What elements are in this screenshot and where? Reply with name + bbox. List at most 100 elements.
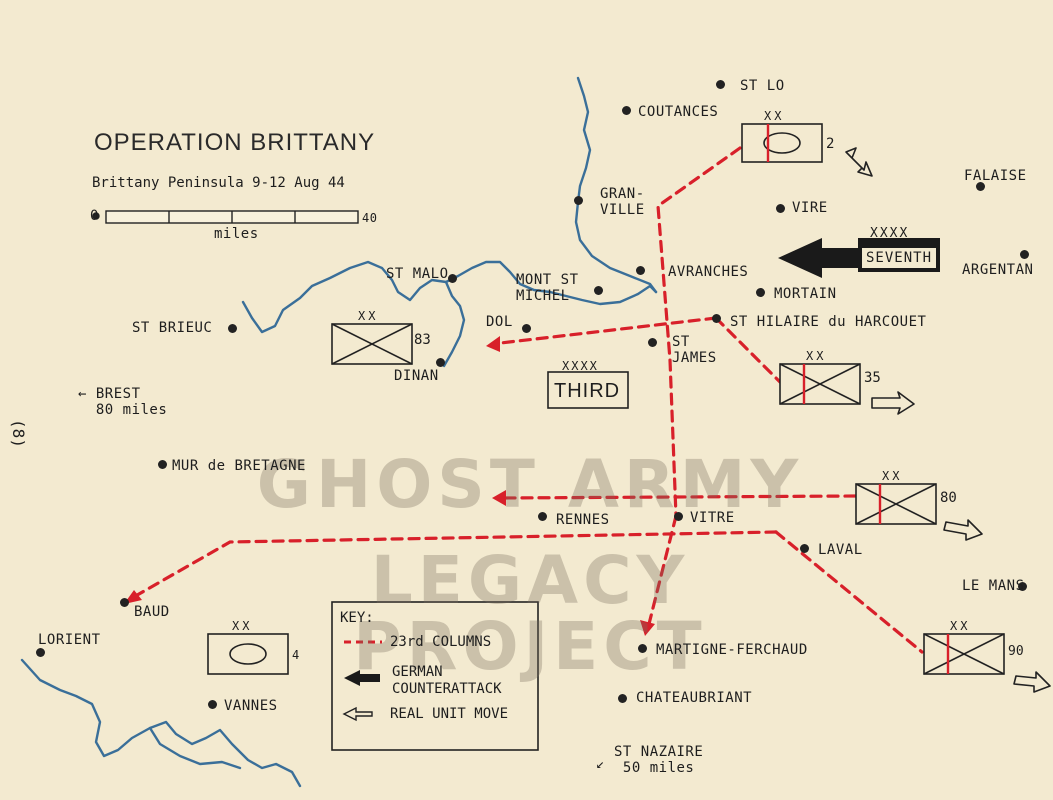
label-chateaubriant: CHATEAUBRIANT xyxy=(636,690,753,706)
dot-avranches xyxy=(636,266,645,275)
unit-4-number: 4 xyxy=(292,648,300,662)
unit-80-number: 80 xyxy=(940,490,957,506)
unit-90-echelon: XX xyxy=(950,619,971,633)
dot-coutances xyxy=(622,106,631,115)
label-mortain: MORTAIN xyxy=(774,286,837,302)
scale-bar-start-marker xyxy=(92,212,100,220)
coastline-south-inlet xyxy=(148,726,242,770)
unit-90-number: 90 xyxy=(1008,644,1024,659)
dot-mur-de-bretagne xyxy=(158,460,167,469)
label-martigne: MARTIGNE-FERCHAUD xyxy=(656,642,808,658)
unit-83-echelon: XX xyxy=(358,309,379,323)
key-sample-counterattack xyxy=(344,670,380,686)
dot-dol xyxy=(522,324,531,333)
coastline-north xyxy=(241,260,658,334)
route-hilaire-dol xyxy=(490,316,718,346)
dot-granville xyxy=(574,196,583,205)
label-dinan: DINAN xyxy=(394,368,439,384)
label-falaise: FALAISE xyxy=(964,168,1027,184)
third-echelon: XXXX xyxy=(562,359,599,373)
dot-st-brieuc xyxy=(228,324,237,333)
real-move-arrow-90 xyxy=(1013,671,1051,693)
unit-80-echelon: XX xyxy=(882,469,903,483)
map-subtitle: Brittany Peninsula 9-12 Aug 44 xyxy=(92,175,345,191)
label-coutances: COUTANCES xyxy=(638,104,719,120)
third-army-box xyxy=(547,371,629,409)
label-vire: VIRE xyxy=(792,200,828,216)
scale-end-label: 40 xyxy=(362,211,378,225)
label-vannes: VANNES xyxy=(224,698,278,714)
unit-symbol-4 xyxy=(207,633,289,675)
route-laval-90 xyxy=(774,530,924,654)
arrowhead-rennes xyxy=(492,490,506,506)
arrowhead-martigne xyxy=(640,620,655,636)
label-st-hilaire: ST HILAIRE du HARCOUET xyxy=(730,314,927,330)
arrowhead-dol xyxy=(486,336,500,352)
label-argentan: ARGENTAN xyxy=(962,262,1034,278)
label-baud: BAUD xyxy=(134,604,170,620)
label-vitre: VITRE xyxy=(690,510,735,526)
dot-mortain xyxy=(756,288,765,297)
watermark-line1: GHOST ARMY xyxy=(256,446,804,523)
seventh-echelon: XXXX xyxy=(870,226,910,241)
page-number: (8) xyxy=(8,419,28,448)
seventh-label: SEVENTH xyxy=(866,250,933,266)
dot-st-hilaire xyxy=(712,314,721,323)
key-title: KEY: xyxy=(340,610,374,626)
dot-chateaubriant xyxy=(618,694,627,703)
unit-35-number: 35 xyxy=(864,370,881,386)
label-granville: GRAN- VILLE xyxy=(600,186,645,218)
label-mur-de-bretagne: MUR de BRETAGNE xyxy=(172,458,306,474)
river-rance xyxy=(442,280,466,368)
label-le-mans: LE MANS xyxy=(962,578,1025,594)
label-brest: ← BREST 80 miles xyxy=(78,386,168,418)
dot-argentan xyxy=(1020,250,1029,259)
key-sample-real-move xyxy=(342,706,373,722)
label-rennes: RENNES xyxy=(556,512,610,528)
label-st-lo: ST LO xyxy=(740,78,785,94)
label-laval: LAVAL xyxy=(818,542,863,558)
label-st-malo: ST MALO xyxy=(386,266,449,282)
third-label: THIRD xyxy=(554,380,621,402)
route-west-baud xyxy=(130,530,778,600)
dot-baud xyxy=(120,598,129,607)
route-coutances-vitre xyxy=(656,146,742,518)
unit-83-number: 83 xyxy=(414,332,431,348)
real-move-arrow-2 xyxy=(845,147,873,177)
armored-oval-4 xyxy=(229,643,267,665)
dot-le-mans xyxy=(1018,582,1027,591)
label-st-james: ST JAMES xyxy=(672,334,717,366)
real-move-arrow-35 xyxy=(871,391,915,415)
dot-mont-st-michel xyxy=(594,286,603,295)
map-title: OPERATION BRITTANY xyxy=(94,129,376,156)
dot-vannes xyxy=(208,700,217,709)
unit-4-echelon: XX xyxy=(232,619,253,633)
dot-rennes xyxy=(538,512,547,521)
dot-lorient xyxy=(36,648,45,657)
unit-symbol-2 xyxy=(741,123,823,163)
dot-vitre xyxy=(674,512,683,521)
dot-dinan xyxy=(436,358,445,367)
real-move-arrow-80 xyxy=(943,519,983,541)
dot-martigne xyxy=(638,644,647,653)
watermark-line2: LEGACY PROJECT xyxy=(353,542,707,685)
dot-falaise xyxy=(976,182,985,191)
dot-st-malo xyxy=(448,274,457,283)
unit-35-echelon: XX xyxy=(806,349,827,363)
dot-st-lo xyxy=(716,80,725,89)
label-avranches: AVRANCHES xyxy=(668,264,749,280)
unit-2-number: 2 xyxy=(826,136,835,152)
route-80-west xyxy=(498,494,857,500)
arrow-st-nazaire-icon: ↙ xyxy=(596,756,605,772)
scale-unit-label: miles xyxy=(214,226,259,242)
route-hilaire-35 xyxy=(714,316,782,384)
armored-oval-2 xyxy=(763,132,801,154)
dot-laval xyxy=(800,544,809,553)
key-item-counterattack: GERMAN COUNTERATTACK xyxy=(392,664,502,697)
unit-2-echelon: XX xyxy=(764,109,785,123)
coastline-south xyxy=(20,658,302,788)
dot-vire xyxy=(776,204,785,213)
label-lorient: LORIENT xyxy=(38,632,101,648)
